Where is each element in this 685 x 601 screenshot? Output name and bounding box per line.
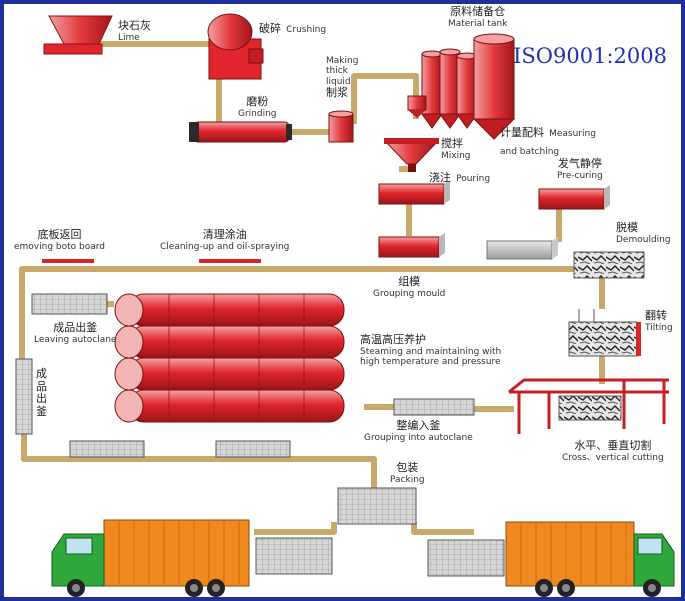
label-measuring: 计量配料 Measuring and batching xyxy=(500,122,600,159)
label-demoulding-cn: 脱模 xyxy=(616,221,638,234)
pre-curing-mould xyxy=(538,185,610,210)
autoclave-4 xyxy=(114,389,345,423)
label-grouping-mould: 组模 Grouping mould xyxy=(373,275,446,299)
label-crushing: 破碎 Crushing xyxy=(259,18,326,36)
label-steaming: 高温高压养护 Steaming and maintaining with hig… xyxy=(360,333,520,367)
label-mixing: 搅拌 Mixing xyxy=(441,137,471,161)
autoclave-3 xyxy=(114,357,345,391)
demoulding-block xyxy=(573,251,645,279)
label-steaming-cn: 高温高压养护 xyxy=(360,333,426,346)
label-grouping-mould-en: Grouping mould xyxy=(373,288,446,299)
label-pouring-cn: 浇注 xyxy=(429,171,451,184)
label-removing-board: 底板返回 emoving boto board xyxy=(14,228,106,252)
label-measuring-cn: 计量配料 xyxy=(500,126,544,139)
autoclaves xyxy=(114,293,345,423)
label-grinding: 磨粉 Grinding xyxy=(238,95,277,119)
label-steaming-en: Steaming and maintaining with high tempe… xyxy=(360,346,502,367)
label-tilting: 翻转 Tilting xyxy=(645,309,673,333)
autoclave-2 xyxy=(114,325,345,359)
label-cutting: 水平、垂直切割 Cross、vertical cutting xyxy=(562,439,664,463)
label-leaving-autoclave-en: Leaving autoclane xyxy=(34,334,117,345)
label-grouping-autoclave-en: Grouping into autoclane xyxy=(364,432,473,443)
label-mixing-en: Mixing xyxy=(441,150,471,161)
label-tilting-en: Tilting xyxy=(645,322,673,333)
label-making-liquid-en: Making thick liquid xyxy=(326,56,359,87)
label-crushing-en: Crushing xyxy=(286,25,327,35)
label-cutting-en: Cross、vertical cutting xyxy=(562,452,664,463)
label-mixing-cn: 搅拌 xyxy=(441,137,463,150)
pouring-mould xyxy=(378,180,450,205)
iso-certification: ISO9001:2008 xyxy=(513,44,667,68)
tilting-block xyxy=(568,309,641,357)
label-leaving-autoclave-cn: 成品出釜 xyxy=(53,321,98,334)
label-demoulding: 脱模 Demoulding xyxy=(616,221,671,245)
label-material-tank: 原料储备仓 Material tank xyxy=(448,5,508,29)
label-packing: 包装 Packing xyxy=(390,461,425,485)
crusher xyxy=(207,13,264,80)
label-cleaning-en: Cleaning-up and oil-spraying xyxy=(160,241,290,252)
label-lime-cn: 块石灰 xyxy=(118,19,151,32)
label-cutting-cn: 水平、垂直切割 xyxy=(574,439,652,452)
label-demoulding-en: Demoulding xyxy=(616,234,671,245)
lime-hopper xyxy=(43,15,113,55)
label-material-tank-cn: 原料储备仓 xyxy=(450,5,506,18)
label-cleaning: 清理涂油 Cleaning-up and oil-spraying xyxy=(160,228,290,252)
conveyor-lines xyxy=(19,41,605,535)
label-grouping-autoclave-cn: 整编入釜 xyxy=(396,419,441,432)
label-making-liquid: Making thick liquid 制浆 xyxy=(326,56,366,100)
return-board-strip xyxy=(42,259,94,263)
label-pre-curing-en: Pre-curing xyxy=(557,170,603,181)
label-grouping-mould-cn: 组模 xyxy=(398,275,421,288)
label-pouring: 浇注 Pouring xyxy=(429,167,490,185)
autoclave-1 xyxy=(114,293,345,327)
material-tanks xyxy=(407,33,516,140)
cleaning-strip xyxy=(199,259,261,263)
label-cleaning-cn: 清理涂油 xyxy=(202,228,247,241)
label-tilting-cn: 翻转 xyxy=(645,309,667,322)
label-leaving-autoclave: 成品出釜 Leaving autoclane xyxy=(34,321,117,345)
label-finished-vertical: 成品出釜 xyxy=(36,367,48,419)
label-measuring-en: Measuring and batching xyxy=(500,129,596,158)
label-making-liquid-cn: 制浆 xyxy=(326,86,348,100)
mixer xyxy=(384,138,439,172)
label-grinding-cn: 磨粉 xyxy=(246,95,269,108)
process-flow-graphics xyxy=(15,13,675,597)
mould-row xyxy=(378,233,558,260)
label-grouping-autoclave: 整编入釜 Grouping into autoclane xyxy=(364,419,473,443)
label-removing-board-cn: 底板返回 xyxy=(37,228,82,241)
label-crushing-cn: 破碎 xyxy=(259,22,281,35)
label-finished-vertical-cn: 成品出釜 xyxy=(36,367,47,418)
label-lime: 块石灰 Lime xyxy=(118,19,151,43)
cutting-frame xyxy=(508,378,669,434)
label-removing-board-en: emoving boto board xyxy=(14,241,106,252)
block-stacks xyxy=(15,293,505,577)
slurry-tank xyxy=(328,110,354,143)
label-pouring-en: Pouring xyxy=(456,174,491,184)
label-pre-curing-cn: 发气静停 xyxy=(557,157,602,170)
label-grinding-en: Grinding xyxy=(238,108,277,119)
label-pre-curing: 发气静停 Pre-curing xyxy=(557,157,603,181)
label-packing-cn: 包装 xyxy=(396,461,419,474)
truck-left xyxy=(51,519,250,597)
label-packing-en: Packing xyxy=(390,474,425,485)
grinding-mill xyxy=(189,121,292,143)
truck-right xyxy=(505,521,675,597)
label-material-tank-en: Material tank xyxy=(448,18,508,29)
label-lime-en: Lime xyxy=(118,32,140,43)
